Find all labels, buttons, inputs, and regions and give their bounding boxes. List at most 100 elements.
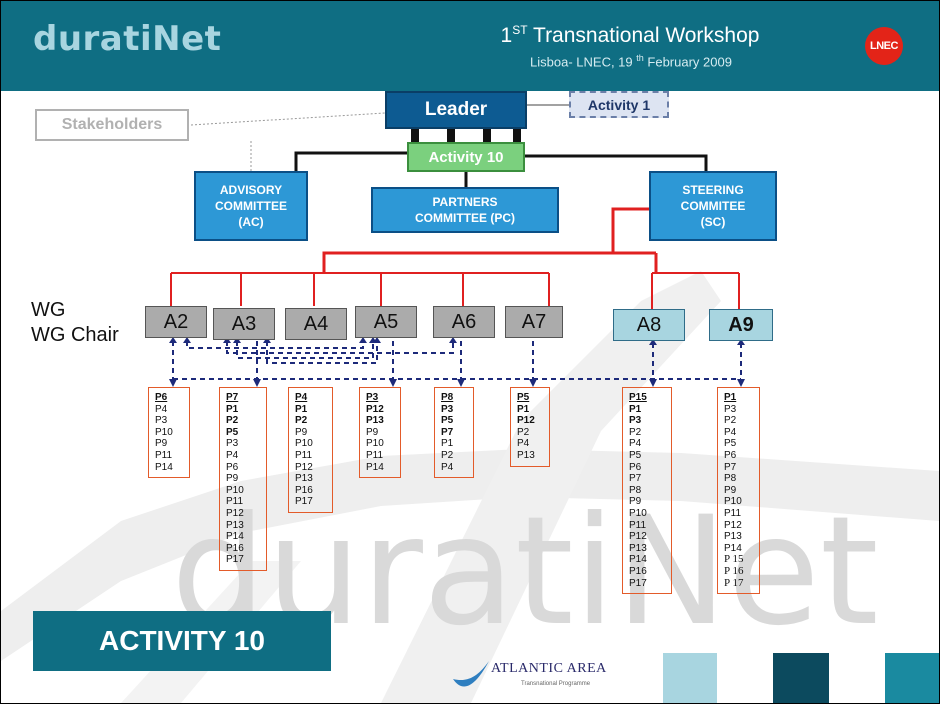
partner-item: P4 — [295, 392, 308, 403]
partner-item: P9 — [155, 438, 168, 450]
partner-item: P12 — [366, 403, 384, 415]
partner-item: P4 — [517, 438, 530, 450]
lnec-logo: LNEC — [865, 27, 903, 65]
partner-item: P17 — [226, 554, 244, 566]
partner-item: P7 — [441, 426, 454, 438]
partner-item: P10 — [724, 496, 742, 508]
partner-item: P2 — [629, 426, 642, 438]
partner-item: P14 — [724, 542, 742, 554]
partner-item: P3 — [155, 415, 168, 427]
partner-item: P13 — [366, 415, 384, 427]
workshop-title: 1ST Transnational Workshop — [500, 23, 760, 47]
partner-item: P10 — [629, 507, 647, 519]
partner-item: P5 — [724, 438, 737, 450]
partners-committee-box: PARTNERS COMMITTEE (PC) — [371, 187, 559, 233]
atlantic-area-subtitle: Transnational Programme — [521, 681, 591, 687]
partner-item: P12 — [226, 507, 244, 519]
wg-box-a4: A4 — [285, 308, 347, 340]
partner-item: P14 — [366, 461, 384, 473]
partner-item: P13 — [724, 531, 742, 543]
partner-item: P7 — [724, 461, 737, 473]
partner-item: P7 — [226, 392, 239, 403]
wg-box-a7: A7 — [505, 306, 563, 338]
partner-item: P1 — [441, 438, 454, 450]
partner-item: P10 — [295, 438, 313, 450]
partner-item: P1 — [724, 392, 737, 403]
activity-10-box: Activity 10 — [407, 142, 525, 172]
partner-item: P5 — [629, 449, 642, 461]
partner-item: P 17 — [724, 576, 744, 589]
partner-item: P10 — [155, 426, 173, 438]
wg-box-a8: A8 — [613, 309, 685, 341]
slide-header: duratiNet 1ST Transnational Workshop Lis… — [1, 1, 939, 91]
partner-item: P8 — [724, 473, 737, 485]
decor-square-dark — [773, 653, 829, 703]
partner-item: P17 — [295, 496, 313, 508]
partner-item: P4 — [155, 403, 168, 415]
partner-item: P6 — [226, 461, 239, 473]
leader-box: Leader — [385, 91, 527, 129]
workshop-subtitle: Lisboa- LNEC, 19 th February 2009 — [530, 53, 732, 70]
partner-item: P6 — [155, 392, 168, 403]
partner-item: P9 — [724, 484, 737, 496]
partner-item: P1 — [517, 403, 530, 415]
partner-item: P2 — [724, 415, 737, 427]
partner-item: P15 — [629, 392, 647, 403]
partner-item: P16 — [629, 565, 647, 577]
partner-item: P11 — [629, 519, 647, 531]
partner-item: P5 — [226, 426, 239, 438]
partner-item: P13 — [295, 473, 313, 485]
partner-item: P4 — [724, 426, 737, 438]
partner-item: P13 — [226, 519, 244, 531]
partner-item: P4 — [629, 438, 642, 450]
atlantic-area-logo: ATLANTIC AREA Transnational Programme — [451, 657, 641, 697]
partner-item: P8 — [629, 484, 642, 496]
partner-item: P8 — [441, 392, 454, 403]
partner-item: P9 — [629, 496, 642, 508]
decor-square-light — [663, 653, 717, 703]
wg-box-a5: A5 — [355, 306, 417, 338]
atlantic-area-name: ATLANTIC AREA — [491, 661, 607, 676]
partner-item: P11 — [226, 496, 244, 508]
wg-box-a2: A2 — [145, 306, 207, 338]
partner-item: P5 — [441, 415, 454, 427]
durati-net-logo: duratiNet — [33, 19, 222, 59]
wg-label: WG WG Chair — [31, 299, 119, 346]
stakeholders-box: Stakeholders — [35, 109, 189, 141]
partner-item: P4 — [441, 461, 454, 473]
partner-item: P9 — [366, 426, 379, 438]
partner-item: P14 — [629, 554, 647, 566]
wg-box-a9: A9 — [709, 309, 773, 341]
partner-item: P4 — [226, 449, 239, 461]
partner-item: P10 — [226, 484, 244, 496]
activity-10-banner: ACTIVITY 10 — [33, 611, 331, 671]
partner-item: P7 — [629, 473, 642, 485]
partner-item: P14 — [226, 531, 244, 543]
partner-item: P3 — [724, 403, 737, 415]
partner-item: P10 — [366, 438, 384, 450]
partner-item: P17 — [629, 577, 647, 589]
partner-item: P2 — [517, 426, 530, 438]
partner-item: P1 — [295, 403, 308, 415]
partner-item: P3 — [629, 415, 642, 427]
steering-committee-box: STEERING COMMITEE (SC) — [649, 171, 777, 241]
partner-item: P3 — [366, 392, 379, 403]
partner-item: P12 — [295, 461, 313, 473]
partner-item: P2 — [226, 415, 239, 427]
partner-item: P16 — [295, 484, 313, 496]
partner-item: P6 — [629, 461, 642, 473]
partner-item: P 16 — [724, 564, 744, 577]
partner-item: P2 — [295, 415, 308, 427]
partner-item: P9 — [226, 473, 239, 485]
advisory-committee-box: ADVISORY COMMITTEE (AC) — [194, 171, 308, 241]
